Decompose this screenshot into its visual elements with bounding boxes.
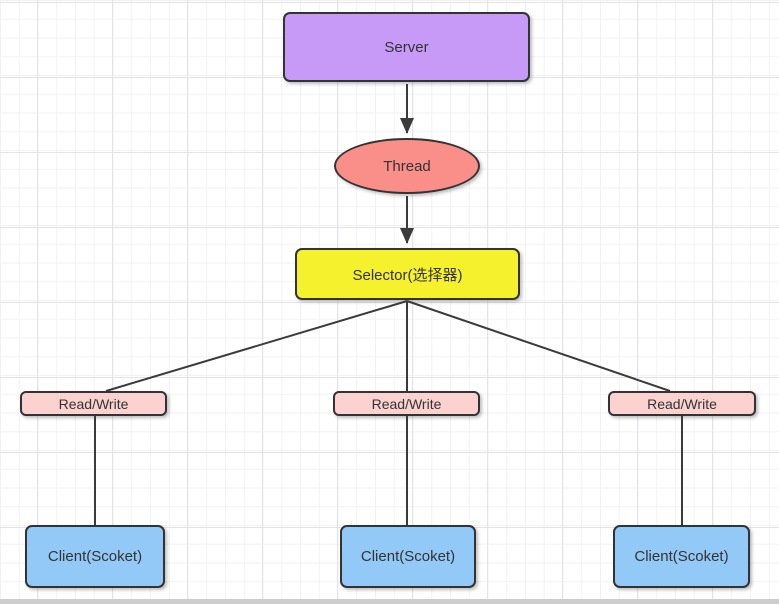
client-socket-node-right[interactable]: Client(Scoket) <box>613 525 750 588</box>
client-socket-label: Client(Scoket) <box>47 548 143 565</box>
read-write-label: Read/Write <box>58 395 129 412</box>
selector-node[interactable]: Selector(选择器) <box>295 248 520 300</box>
read-write-label: Read/Write <box>647 395 717 412</box>
read-write-label: Read/Write <box>371 395 442 412</box>
thread-label: Thread <box>383 157 431 175</box>
edge-selector-to-readwrite-left <box>105 300 408 392</box>
client-socket-label: Client(Scoket) <box>634 548 729 565</box>
read-write-node-left[interactable]: Read/Write <box>20 391 167 416</box>
thread-node[interactable]: Thread <box>334 138 480 194</box>
client-socket-label: Client(Scoket) <box>360 548 456 565</box>
client-socket-node-middle[interactable]: Client(Scoket) <box>340 525 476 588</box>
selector-label: Selector(选择器) <box>352 266 463 284</box>
client-socket-node-left[interactable]: Client(Scoket) <box>25 525 165 588</box>
edge-selector-to-readwrite-right <box>406 300 671 392</box>
canvas-bottom-edge <box>0 599 779 604</box>
read-write-node-middle[interactable]: Read/Write <box>333 391 480 416</box>
read-write-node-right[interactable]: Read/Write <box>608 391 756 416</box>
server-label: Server <box>384 38 429 56</box>
server-node[interactable]: Server <box>283 12 530 82</box>
